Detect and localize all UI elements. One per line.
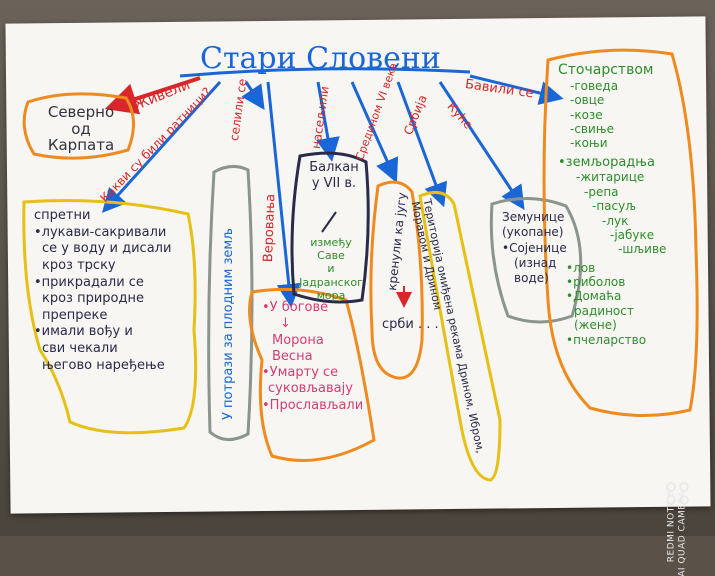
arrow-houses [438, 81, 525, 211]
arrow-balkan [316, 81, 340, 162]
beliefs-line: суковљавају [268, 381, 353, 397]
box-north-outline [22, 92, 135, 160]
other-item: •риболов [566, 275, 626, 290]
north-line-3: Карпата [47, 136, 115, 154]
warriors-line: кроз природне [42, 291, 144, 307]
north-line-2: од [71, 119, 91, 138]
arrow-south [350, 81, 399, 183]
box-territory-outline [418, 190, 502, 482]
stock-item: -овце [570, 93, 605, 108]
beliefs-line: •Умарту се [262, 365, 339, 380]
stock-title: Сточарством [558, 62, 654, 78]
warriors-line: његово наређење [42, 357, 165, 373]
beliefs-line: •Прослављали [262, 397, 364, 413]
farming-title: •земљорадња [558, 154, 655, 170]
houses-line: Земунице [502, 210, 565, 224]
houses-line: (изнад [514, 256, 557, 271]
other-item: •пчеларство [566, 332, 647, 347]
box-serbs: срби . . . [382, 317, 439, 332]
box-south-outline [369, 180, 424, 380]
farming-item: -јабуке [610, 227, 655, 242]
north-line-1: Северно [47, 103, 115, 121]
camera-watermark: REDMI NOTE 8 AI QUAD CAMERA [667, 490, 690, 576]
watermark-line: AI QUAD CAMERA [677, 490, 688, 576]
other-item: (жене) [574, 318, 617, 333]
box-balkan-green: између Саве и Јадранског мора [296, 236, 366, 302]
box-move-outline [207, 165, 254, 441]
box-fertile-land: У потрази за плодним земљ [221, 228, 236, 420]
balkan-green-line: и Јадранског [299, 262, 363, 289]
beliefs-line: Морона [272, 332, 324, 348]
warriors-line: спретни [34, 208, 91, 223]
mindmap-drawing [22, 48, 699, 505]
stock-item: -козе [570, 107, 603, 122]
balkan-line: Балкан [309, 160, 359, 175]
warriors-line: •лукави-сакривали [34, 224, 167, 240]
farming-item: -лук [602, 213, 629, 228]
balkan-green-line: између Саве [310, 236, 352, 263]
warriors-line: •имали вођу и [34, 324, 133, 340]
box-warriors-outline [22, 199, 198, 435]
warriors-line: се у воду и дисали [42, 241, 172, 257]
arrow-move [241, 81, 265, 110]
warriors-line: сви чекали [42, 341, 118, 356]
map-title: Стари Словени [200, 41, 441, 76]
arrow-activities [469, 74, 564, 105]
box-houses-outline [489, 196, 583, 324]
box-activities: Сточарством -говеда -овце -козе -свиње -… [558, 62, 688, 347]
warriors-line: •прикрадали се [34, 274, 144, 290]
box-balkan: Балкан у VII в. [304, 160, 364, 191]
beliefs-line: ↓ [280, 316, 291, 332]
arrow-territory [396, 81, 448, 208]
box-beliefs-outline [248, 287, 376, 462]
stock-item: -свиње [570, 121, 614, 136]
warriors-line: кроз трску [42, 257, 116, 273]
farming-item: -шљиве [618, 242, 667, 257]
farming-item: -пасуљ [592, 199, 637, 214]
box-beliefs: •У богове ↓ Морона Весна •Умарту се суко… [262, 300, 364, 414]
box-north: Северно од Карпата [36, 104, 126, 154]
arrow-north [104, 76, 201, 115]
beliefs-line: •У богове [262, 300, 329, 315]
warriors-line: препреке [42, 307, 108, 323]
farming-item: -житарице [576, 170, 645, 185]
box-warriors: спретни •лукави-сакривали се у воду и ди… [34, 208, 171, 374]
houses-line: (укопане) [502, 225, 564, 240]
other-item: •Домаћа [566, 289, 622, 304]
balkan-line: у VII в. [311, 175, 357, 191]
watermark-line: REDMI NOTE 8 [666, 490, 677, 562]
farming-item: -репа [584, 184, 619, 199]
box-houses: Земунице (укопане) •Сојенице (изнад воде… [502, 210, 578, 287]
arrow-balkan-inner [321, 211, 337, 233]
box-activities-outline [542, 48, 699, 418]
houses-line: •Сојенице [502, 240, 567, 255]
houses-line: воде) [514, 271, 549, 286]
balkan-green-line: мора [316, 288, 346, 302]
link-label-beliefs: Веровања [261, 193, 279, 263]
title-underline [179, 67, 471, 78]
camera-logo-icon [666, 482, 689, 505]
stock-item: -коњи [570, 136, 608, 151]
box-balkan-outline [290, 151, 370, 304]
beliefs-line: Весна [272, 348, 313, 364]
other-item: •лов [566, 260, 596, 275]
stock-item: -говеда [570, 78, 619, 93]
arrow-beliefs [266, 81, 301, 308]
arrow-warriors [101, 80, 222, 213]
other-item: радиност [574, 303, 634, 318]
